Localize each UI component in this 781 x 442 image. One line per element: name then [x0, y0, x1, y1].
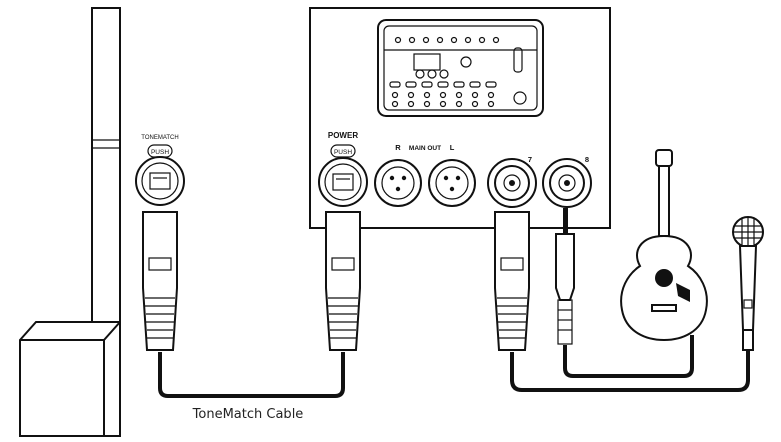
tonematch-cable-label: ToneMatch Cable — [192, 407, 304, 422]
subwoofer-icon — [19, 321, 121, 437]
xlr-plug-left — [142, 211, 178, 351]
xlr-plug-7 — [494, 211, 530, 351]
quarter-inch-plug-icon — [555, 208, 575, 345]
ethernet-port-power: PUSH — [318, 144, 368, 207]
ethernet-port-left: PUSH — [135, 144, 185, 206]
xlr-plug-power — [325, 211, 361, 351]
channel-7-label: 7 — [528, 155, 532, 164]
mixer-knobs — [394, 36, 527, 105]
push-right-label: PUSH — [334, 149, 352, 156]
acoustic-guitar-icon — [620, 149, 708, 342]
cable-icon — [158, 335, 750, 398]
xlr-port-r — [374, 159, 422, 207]
mixer-buttons — [389, 81, 497, 108]
main-out-label: MAIN OUT — [409, 145, 441, 152]
xlr-port-l — [428, 159, 476, 207]
power-label: POWER — [328, 131, 358, 140]
channel-8-label: 8 — [585, 155, 589, 164]
main-out-l-label: L — [450, 143, 455, 152]
main-out-r-label: R — [395, 143, 401, 152]
combo-jack-8 — [542, 158, 592, 208]
push-left-label: PUSH — [151, 149, 169, 156]
tonematch-logo: TONEMATCH — [141, 135, 178, 141]
microphone-icon — [732, 216, 764, 351]
combo-jack-7 — [487, 158, 537, 208]
